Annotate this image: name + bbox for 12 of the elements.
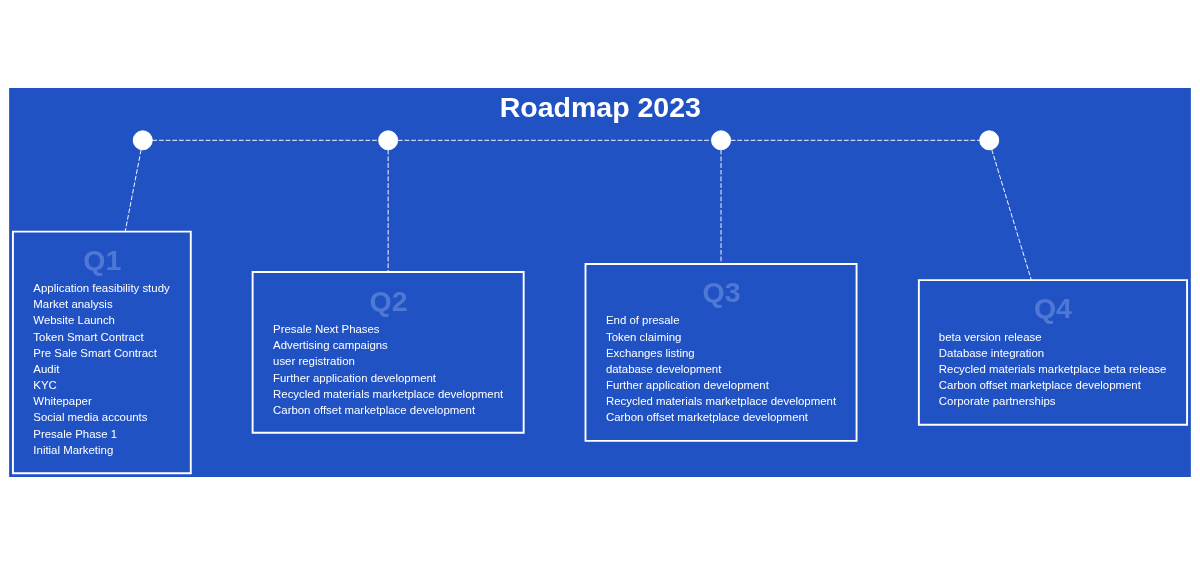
node-circle bbox=[378, 129, 399, 150]
connector bbox=[720, 149, 722, 264]
connector bbox=[730, 139, 981, 141]
connector bbox=[151, 139, 379, 141]
node-circle bbox=[711, 129, 731, 150]
node-circle bbox=[132, 129, 153, 150]
connector bbox=[124, 148, 142, 232]
diagram-title: Roadmap 2023 bbox=[499, 90, 701, 123]
connector bbox=[991, 148, 1032, 281]
node-circle bbox=[979, 129, 1000, 150]
connector bbox=[397, 139, 712, 141]
connector bbox=[387, 149, 389, 272]
